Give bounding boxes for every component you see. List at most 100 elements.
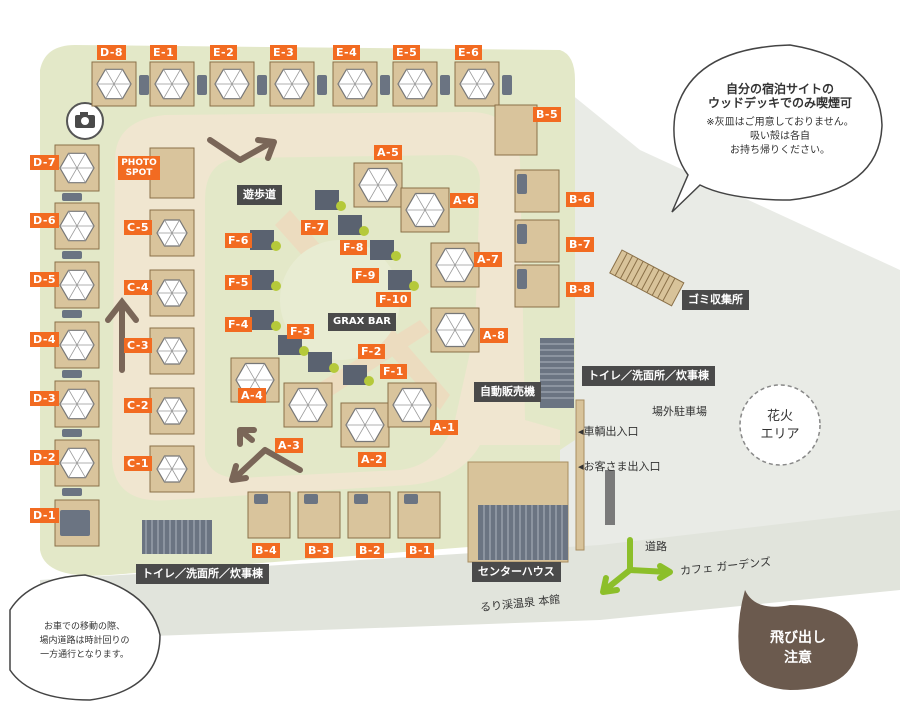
site-label-F9[interactable]: F-9: [352, 268, 379, 283]
tent-E3-rib: [283, 69, 301, 99]
site-label-F7[interactable]: F-7: [301, 220, 328, 235]
car-E4: [380, 75, 390, 95]
site-label-B7[interactable]: B-7: [566, 237, 595, 252]
site-label-E3[interactable]: E-3: [270, 45, 298, 60]
site-label-D7[interactable]: D-7: [30, 155, 60, 170]
tree-F1: [364, 376, 374, 386]
tent-E6-rib: [468, 69, 486, 99]
car-D7: [62, 193, 82, 201]
car-B3: [304, 494, 318, 504]
tent-F10[interactable]: [388, 270, 412, 290]
car-D1-roof: [60, 510, 90, 536]
car-D4: [62, 370, 82, 378]
site-label-B1[interactable]: B-1: [406, 543, 435, 558]
site-label-B6[interactable]: B-6: [566, 192, 595, 207]
site-label-D6[interactable]: D-6: [30, 213, 60, 228]
site-label-A2[interactable]: A-2: [358, 452, 387, 467]
tent-F8[interactable]: [338, 215, 362, 235]
center-house-roof: [478, 505, 568, 560]
tree-F9: [391, 251, 401, 261]
site-label-B4[interactable]: B-4: [252, 543, 281, 558]
site-label-D8[interactable]: D-8: [97, 45, 127, 60]
tent-A3-rib: [298, 388, 318, 422]
tent-F5[interactable]: [250, 270, 274, 290]
site-label-A8[interactable]: A-8: [480, 328, 509, 343]
site-label-C4[interactable]: C-4: [124, 280, 153, 295]
road-area: [40, 85, 900, 640]
site-label-E2[interactable]: E-2: [210, 45, 238, 60]
site-label-A6[interactable]: A-6: [450, 193, 479, 208]
fireworks-note: 花火 エリア: [760, 409, 800, 442]
site-label-A1[interactable]: A-1: [430, 420, 459, 435]
site-label-E4[interactable]: E-4: [333, 45, 361, 60]
tent-F4[interactable]: [250, 310, 274, 330]
tent-E5-rib: [406, 69, 424, 99]
site-label-F1[interactable]: F-1: [380, 364, 407, 379]
tent-E4-rib: [346, 69, 364, 99]
tent-C2-rib: [164, 397, 180, 425]
car-E6: [502, 75, 512, 95]
site-label-D2[interactable]: D-2: [30, 450, 60, 465]
car-entrance-label: ◂車輌出入口: [578, 425, 639, 438]
site-label-D4[interactable]: D-4: [30, 332, 60, 347]
site-label-C1[interactable]: C-1: [124, 456, 153, 471]
tree-F3: [299, 346, 309, 356]
car-B8: [517, 269, 527, 289]
site-label-F5[interactable]: F-5: [225, 275, 252, 290]
site-label-A3[interactable]: A-3: [275, 438, 304, 453]
guest-entrance-label: ◂お客さま出入口: [578, 460, 661, 473]
site-label-E6[interactable]: E-6: [455, 45, 483, 60]
site-label-F4[interactable]: F-4: [225, 317, 252, 332]
site-label-B3[interactable]: B-3: [305, 543, 334, 558]
site-label-A4[interactable]: A-4: [238, 388, 267, 403]
tent-F3[interactable]: [278, 335, 302, 355]
tent-A5-rib: [368, 168, 388, 202]
tent-A8-rib: [445, 313, 465, 347]
site-label-D5[interactable]: D-5: [30, 272, 60, 287]
car-bubble: [9, 574, 161, 701]
car-D2: [62, 488, 82, 496]
tent-A7-rib: [445, 248, 465, 282]
car-B2: [354, 494, 368, 504]
gate: [575, 399, 585, 551]
site-label-C2[interactable]: C-2: [124, 398, 153, 413]
grax-bar-label[interactable]: GRAX BAR: [328, 313, 396, 331]
site-label-A7[interactable]: A-7: [474, 252, 503, 267]
tree-F5: [271, 281, 281, 291]
car-E5: [440, 75, 450, 95]
site-label-C5[interactable]: C-5: [124, 220, 153, 235]
site-label-B8[interactable]: B-8: [566, 282, 595, 297]
tree-F8: [359, 226, 369, 236]
site-label-B2[interactable]: B-2: [356, 543, 385, 558]
garbage-label[interactable]: ゴミ収集所: [682, 290, 749, 310]
gate-post: [605, 470, 615, 525]
site-label-F8[interactable]: F-8: [340, 240, 367, 255]
toilet-right-label[interactable]: トイレ／洗面所／炊事棟: [582, 366, 715, 386]
tent-F9[interactable]: [370, 240, 394, 260]
tent-F6[interactable]: [250, 230, 274, 250]
tent-F7[interactable]: [315, 190, 339, 210]
site-label-D3[interactable]: D-3: [30, 391, 60, 406]
cabin-deck-B5[interactable]: [494, 104, 538, 156]
site-label-F3[interactable]: F-3: [287, 324, 314, 339]
site-label-A5[interactable]: A-5: [374, 145, 403, 160]
site-label-C3[interactable]: C-3: [124, 338, 153, 353]
smoking-bubble: [671, 44, 883, 213]
site-label-F2[interactable]: F-2: [358, 344, 385, 359]
site-label-B5[interactable]: B-5: [533, 107, 562, 122]
tent-F2[interactable]: [308, 352, 332, 372]
photo-spot-label[interactable]: PHOTO SPOT: [118, 156, 160, 180]
site-label-F6[interactable]: F-6: [225, 233, 252, 248]
center-house-label[interactable]: センターハウス: [472, 562, 561, 582]
garbage-shed: [609, 249, 685, 307]
toilet-bottom-label[interactable]: トイレ／洗面所／炊事棟: [136, 564, 269, 584]
site-label-E5[interactable]: E-5: [393, 45, 421, 60]
site-label-D1[interactable]: D-1: [30, 508, 60, 523]
tent-C1-rib: [164, 455, 180, 483]
site-label-E1[interactable]: E-1: [150, 45, 178, 60]
tent-C4-rib: [164, 279, 180, 307]
tent-F1[interactable]: [343, 365, 367, 385]
site-label-F10[interactable]: F-10: [376, 292, 412, 307]
lower-road: [40, 510, 900, 640]
